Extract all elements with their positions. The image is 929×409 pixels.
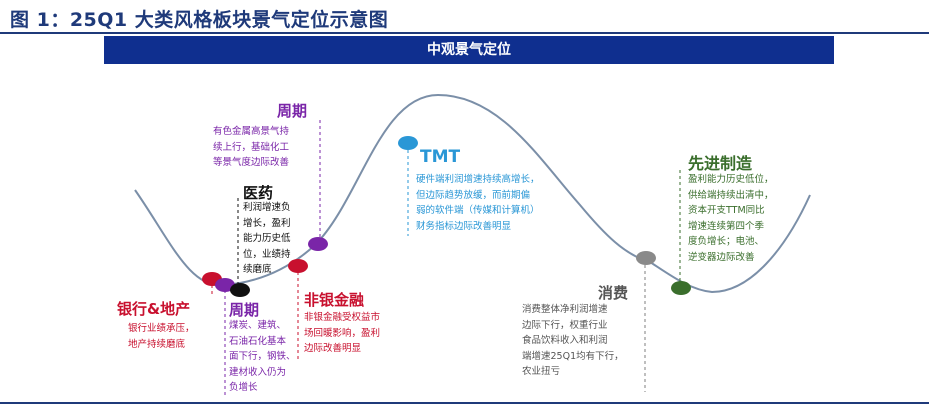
- manufacturing-line: 资本开支TTM同比: [688, 205, 765, 216]
- cyclical-bottom-line: 煤炭、建筑、: [229, 320, 287, 331]
- manufacturing-line: 度负增长；电池、: [688, 236, 765, 247]
- diagram-banner: 中观景气定位: [104, 36, 834, 64]
- consumer-line: 食品饮料收入和利润: [522, 335, 608, 346]
- cyclical-bottom-line: 负增长: [229, 382, 258, 393]
- pharma-title: 医药: [243, 184, 274, 202]
- cyclical-bottom-line: 建材收入仍为: [229, 366, 287, 378]
- nonbank-desc: 非银金融受权益市 场回暖影响，盈利 边际改善明显: [304, 310, 380, 357]
- tmt-line: 但边际趋势放缓，而前期偏: [416, 189, 531, 201]
- consumer-line: 边际下行，权重行业: [522, 319, 608, 331]
- cyclical-bottom-line: 面下行，钢铁、: [229, 351, 296, 362]
- bank-realestate-line: 银行业绩承压，: [128, 323, 195, 334]
- nonbank-line: 边际改善明显: [304, 343, 362, 354]
- cyclical-bottom-line: 石油石化基本: [229, 335, 287, 347]
- figure-title: 图 1：25Q1 大类风格板块景气定位示意图: [10, 9, 389, 31]
- bank-realestate-line: 地产持续磨底: [128, 338, 186, 350]
- cyclical-top-line: 有色金属高景气持: [213, 126, 290, 137]
- bottom-rule: [0, 402, 929, 404]
- cyclical-bottom-desc: 煤炭、建筑、 石油石化基本 面下行，钢铁、 建材收入仍为 负增长: [229, 318, 296, 396]
- top-rule: [0, 32, 929, 34]
- tmt-line: 弱的软件端（传媒和计算机）: [416, 205, 540, 216]
- cyclical-top-line: 续上行，基础化工: [213, 141, 290, 153]
- bank-realestate-desc: 银行业绩承压， 地产持续磨底: [128, 321, 195, 352]
- cyclical-top-line: 等景气度边际改善: [213, 157, 290, 168]
- nonbank-title: 非银金融: [304, 291, 365, 309]
- cyclical-top-desc: 有色金属高景气持 续上行，基础化工 等景气度边际改善: [213, 124, 289, 171]
- manufacturing-line: 逆变器边际改善: [688, 251, 755, 263]
- tmt-line: 财务指标边际改善明显: [416, 220, 512, 232]
- nonbank-line: 非银金融受权益市: [304, 312, 381, 323]
- consumer-line: 消费整体净利润增速: [522, 304, 608, 315]
- pharma-line: 利润增速负: [243, 202, 291, 213]
- manufacturing-line: 盈利能力历史低位，: [688, 174, 774, 185]
- marker-cyclical-bottom: [215, 278, 235, 292]
- pharma-line: 位，业绩持: [243, 248, 291, 260]
- manufacturing-line: 供给端持续出清中，: [688, 189, 774, 201]
- pharma-line: 续磨底: [243, 264, 272, 275]
- tmt-title: TMT: [420, 147, 461, 167]
- manufacturing-desc: 盈利能力历史低位， 供给端持续出清中， 资本开支TTM同比 增速连续第四个季 度…: [688, 172, 774, 265]
- marker-nonbank: [288, 259, 308, 273]
- consumer-line: 端增速25Q1均有下行，: [522, 350, 624, 362]
- tmt-line: 硬件端利润增速持续高增长，: [416, 174, 540, 185]
- manufacturing-line: 增速连续第四个季: [688, 220, 765, 232]
- consumer-line: 农业扭亏: [522, 366, 561, 377]
- marker-consumer: [636, 251, 656, 265]
- pharma-desc: 利润增速负 增长，盈利 能力历史低 位，业绩持 续磨底: [243, 200, 291, 278]
- consumer-title: 消费: [598, 284, 629, 302]
- pharma-line: 能力历史低: [243, 233, 291, 244]
- cyclical-top-title: 周期: [277, 102, 308, 120]
- marker-cyclical-top: [308, 237, 328, 251]
- bank-realestate-title: 银行&地产: [117, 300, 191, 318]
- consumer-desc: 消费整体净利润增速 边际下行，权重行业 食品饮料收入和利润 端增速25Q1均有下…: [522, 302, 624, 380]
- cyclical-bottom-title: 周期: [229, 301, 260, 319]
- tmt-desc: 硬件端利润增速持续高增长， 但边际趋势放缓，而前期偏 弱的软件端（传媒和计算机）…: [416, 172, 540, 234]
- marker-tmt: [398, 136, 418, 150]
- marker-manufacturing: [671, 281, 691, 295]
- manufacturing-title: 先进制造: [688, 154, 753, 173]
- marker-pharma: [230, 283, 250, 297]
- pharma-line: 增长，盈利: [243, 217, 291, 229]
- nonbank-line: 场回暖影响，盈利: [304, 327, 381, 339]
